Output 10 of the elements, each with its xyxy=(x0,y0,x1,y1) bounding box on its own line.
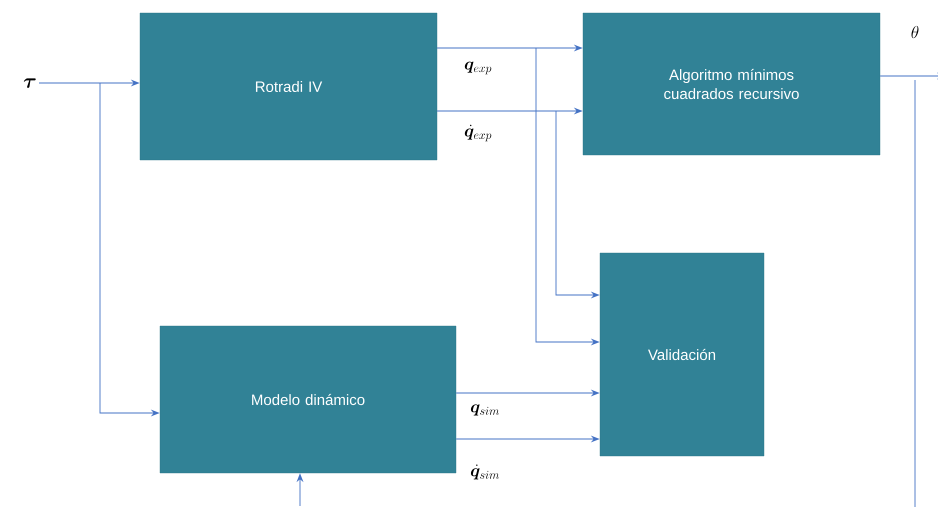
process-box: Rotradi IV xyxy=(140,12,438,160)
input-symbol: $\bm{\tau}$ xyxy=(24,78,36,88)
edge-label: $\bm{q}_{sim}$ xyxy=(469,403,501,417)
process-box: Validación xyxy=(600,252,764,456)
edge-label: $\bm{q}_{exp}$ xyxy=(463,60,493,76)
edge-label: $\dot{\bm{q}}_{sim}$ xyxy=(469,464,501,480)
process-box: Algoritmo mínimos cuadrados recursivo xyxy=(582,12,880,156)
edge-label: $\theta$ xyxy=(910,25,920,39)
edge-label: $\dot{\bm{q}}_{exp}$ xyxy=(463,124,493,142)
process-box: Modelo dinámico xyxy=(160,326,456,474)
